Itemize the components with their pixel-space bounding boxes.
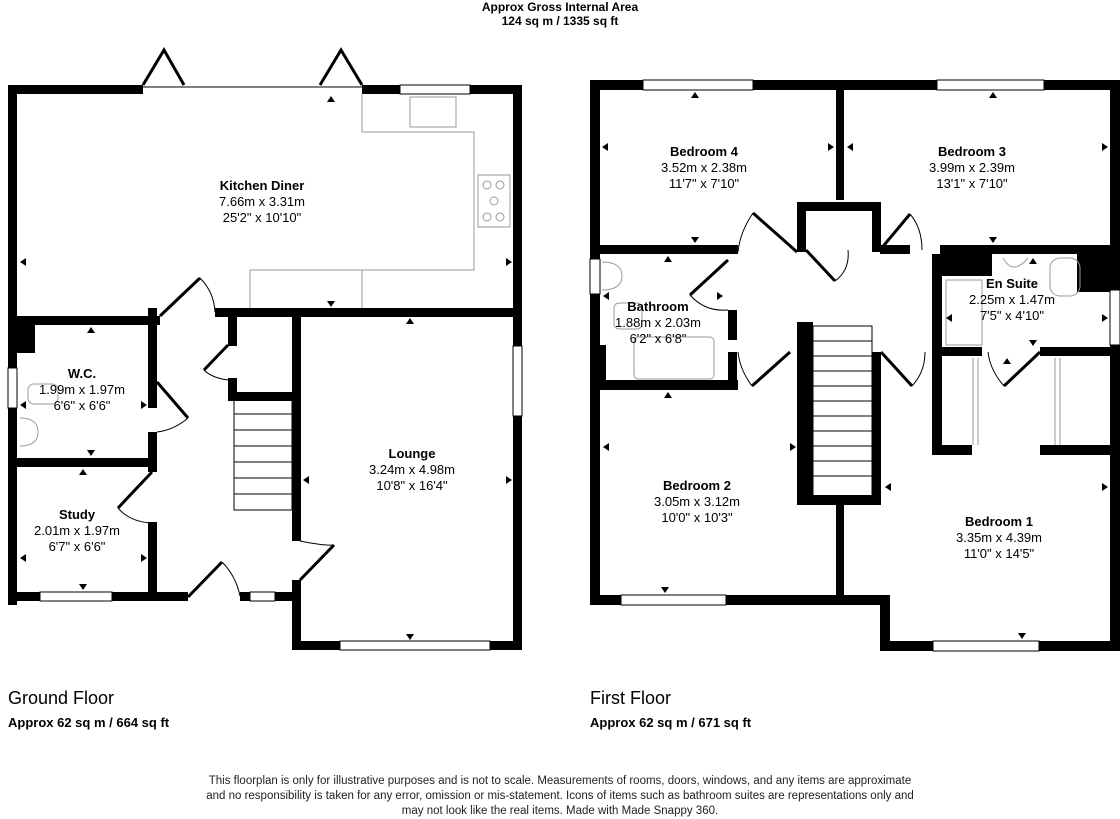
room-metric: 3.99m x 2.39m <box>929 160 1015 175</box>
room-bathroom: Bathroom 1.88m x 2.03m 6'2" x 6'8" <box>615 299 701 347</box>
room-name: Bedroom 4 <box>670 144 738 159</box>
bath-basin-icon <box>601 261 623 291</box>
room-metric: 3.24m x 4.98m <box>369 462 455 477</box>
ground-floor-title: Ground Floor <box>8 688 115 708</box>
ground-floor-windows <box>7 84 523 651</box>
room-name: Kitchen Diner <box>219 178 305 193</box>
hob-icon <box>477 174 511 228</box>
first-floor-arrows <box>602 92 1108 639</box>
first-floor-area: Approx 62 sq m / 671 sq ft <box>590 715 752 730</box>
room-wc: W.C. 1.99m x 1.97m 6'6" x 6'6" <box>39 366 125 414</box>
ground-floor-arrows <box>20 96 512 640</box>
gross-area-value: 124 sq m / 1335 sq ft <box>501 14 619 28</box>
disclaimer-line: This floorplan is only for illustrative … <box>208 775 912 787</box>
gross-area-title: Approx Gross Internal Area <box>481 0 639 14</box>
room-name: Bedroom 2 <box>663 478 731 493</box>
room-name: Bedroom 3 <box>938 144 1006 159</box>
first-floor-title: First Floor <box>590 688 671 708</box>
kitchen-fixtures <box>19 94 511 447</box>
ground-floor-doors <box>116 47 364 599</box>
room-imperial: 10'0" x 10'3" <box>661 510 733 525</box>
room-metric: 2.01m x 1.97m <box>34 523 120 538</box>
wc-toilet-icon <box>27 383 59 405</box>
room-imperial: 6'2" x 6'8" <box>629 331 687 346</box>
room-kitchen-diner: Kitchen Diner 7.66m x 3.31m 25'2" x 10'1… <box>219 178 305 226</box>
room-name: Lounge <box>388 446 436 461</box>
sink-icon <box>409 96 457 128</box>
room-metric: 1.88m x 2.03m <box>615 315 701 330</box>
disclaimer-line: and no responsibility is taken for any e… <box>206 790 914 802</box>
room-imperial: 13'1" x 7'10" <box>936 176 1008 191</box>
room-imperial: 7'5" x 4'10" <box>979 308 1045 323</box>
room-imperial: 11'7" x 7'10" <box>668 176 740 191</box>
room-metric: 3.52m x 2.38m <box>661 160 747 175</box>
ground-floor-stairs <box>233 397 293 511</box>
bathroom-fixtures <box>601 257 1081 445</box>
first-floor-windows <box>589 79 1120 652</box>
room-name: En Suite <box>985 276 1038 291</box>
room-imperial: 10'8" x 16'4" <box>376 478 448 493</box>
room-metric: 2.25m x 1.47m <box>969 292 1055 307</box>
room-metric: 3.35m x 4.39m <box>956 530 1042 545</box>
room-en-suite: En Suite 2.25m x 1.47m 7'5" x 4'10" <box>969 276 1055 324</box>
first-floor-stairs <box>812 325 873 497</box>
room-imperial: 6'7" x 6'6" <box>48 539 106 554</box>
shower-icon <box>945 279 983 346</box>
room-name: Bedroom 1 <box>965 514 1033 529</box>
ensuite-toilet-icon <box>1049 257 1081 297</box>
room-bedroom-3: Bedroom 3 3.99m x 2.39m 13'1" x 7'10" <box>929 144 1015 192</box>
room-metric: 1.99m x 1.97m <box>39 382 125 397</box>
room-study: Study 2.01m x 1.97m 6'7" x 6'6" <box>34 507 120 555</box>
disclaimer: This floorplan is only for illustrative … <box>160 774 960 819</box>
room-imperial: 11'0" x 14'5" <box>963 546 1035 561</box>
room-imperial: 6'6" x 6'6" <box>53 398 111 413</box>
room-metric: 3.05m x 3.12m <box>654 494 740 509</box>
room-bedroom-4: Bedroom 4 3.52m x 2.38m 11'7" x 7'10" <box>661 144 747 192</box>
room-name: Study <box>58 507 96 522</box>
first-floor-doors <box>688 211 1042 388</box>
room-imperial: 25'2" x 10'10" <box>222 210 302 225</box>
first-floor-plan <box>590 80 1120 651</box>
bathtub-icon <box>633 336 715 380</box>
gross-area-header: Approx Gross Internal Area 124 sq m / 13… <box>0 0 1120 28</box>
room-name: Bathroom <box>627 299 689 314</box>
room-lounge: Lounge 3.24m x 4.98m 10'8" x 16'4" <box>369 446 455 494</box>
room-name: W.C. <box>67 366 97 381</box>
room-bedroom-2: Bedroom 2 3.05m x 3.12m 10'0" x 10'3" <box>654 478 740 526</box>
ground-floor-area: Approx 62 sq m / 664 sq ft <box>8 715 170 730</box>
ensuite-basin-icon <box>1002 257 1029 268</box>
disclaimer-line: may not look like the real items. Made w… <box>401 805 719 817</box>
room-metric: 7.66m x 3.31m <box>219 194 305 209</box>
wc-basin-icon <box>19 417 39 447</box>
room-bedroom-1: Bedroom 1 3.35m x 4.39m 11'0" x 14'5" <box>956 514 1042 562</box>
bath-toilet-icon <box>613 302 643 330</box>
